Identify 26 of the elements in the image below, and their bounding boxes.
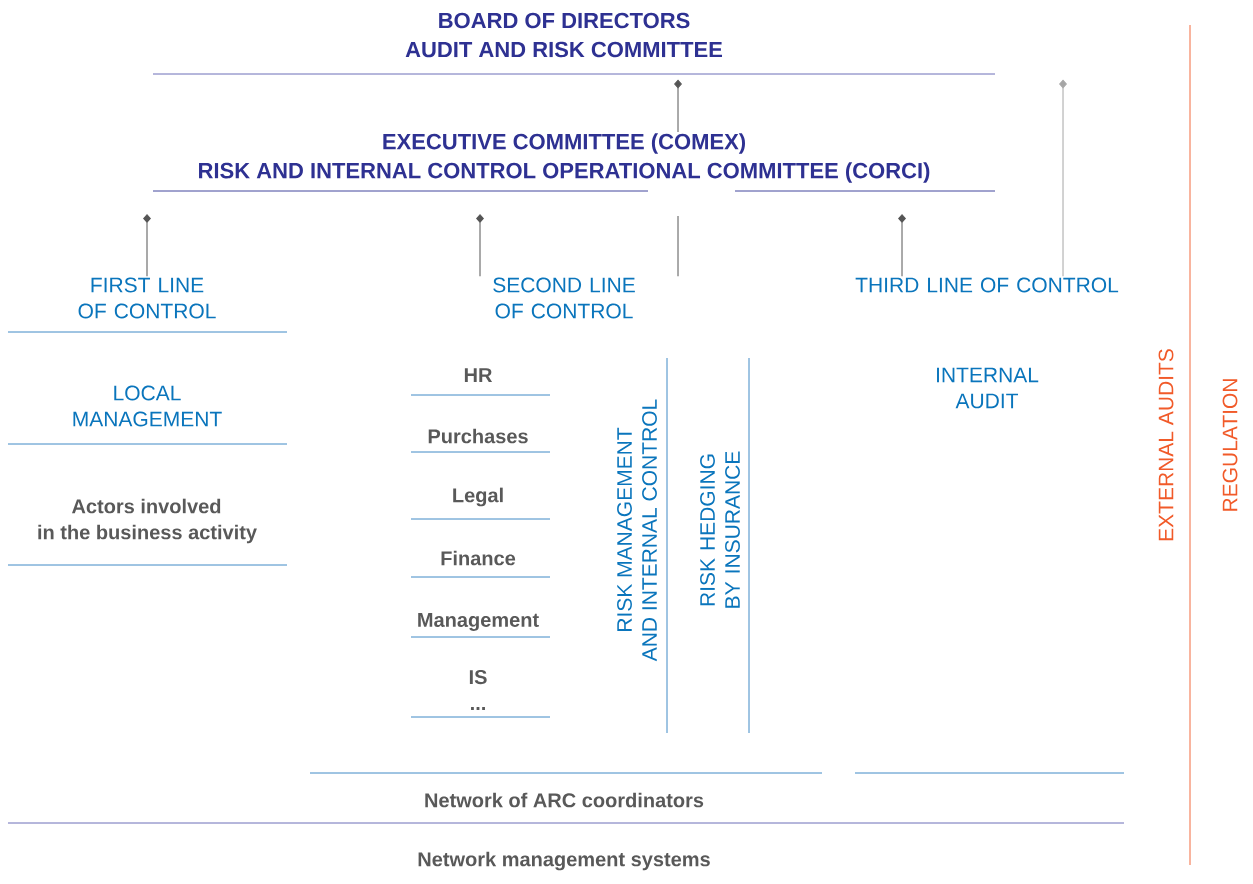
- control-line-heading: SECOND LINE OF CONTROL: [493, 277, 635, 319]
- control-line-heading: FIRST LINE OF CONTROL: [78, 277, 216, 319]
- connector-line: [898, 214, 906, 277]
- function-label: INTERNAL AUDIT: [937, 367, 1039, 409]
- connector-line: [1059, 79, 1067, 277]
- function-label: RISK MANAGEMENT AND INTERNAL CONTROL: [617, 399, 657, 662]
- connector-line: [143, 214, 151, 277]
- function-label: RISK HEDGING BY INSURANCE: [700, 451, 740, 608]
- committee-heading: EXECUTIVE COMMITTEE (COMEX) RISK AND INTERNAL CONTROL OPERATIONAL COMMITTEE (CORCI): [152, 133, 996, 192]
- department-label: Purchases: [428, 428, 528, 444]
- connector-line: [476, 214, 484, 277]
- department-label: Finance: [441, 550, 516, 566]
- connector-line: [677, 215, 679, 277]
- function-label: LOCAL MANAGEMENT: [73, 385, 222, 427]
- network-label: Network of ARC coordinators: [425, 792, 704, 808]
- committee-heading: BOARD OF DIRECTORS AUDIT AND RISK COMMITTEE: [152, 12, 996, 75]
- department-label: IS ...: [469, 670, 487, 710]
- department-label: Management: [418, 613, 539, 631]
- side-label: REGULATION: [1222, 379, 1238, 511]
- department-label: HR: [464, 368, 493, 382]
- department-label: Legal: [453, 487, 503, 507]
- network-label: Network management systems: [418, 851, 710, 871]
- connector-line: [674, 79, 682, 133]
- actors-label: Actors involved in the business activity: [38, 498, 257, 544]
- side-label: EXTERNAL AUDITS: [1158, 349, 1174, 541]
- control-line-heading: THIRD LINE OF CONTROL: [855, 277, 1119, 293]
